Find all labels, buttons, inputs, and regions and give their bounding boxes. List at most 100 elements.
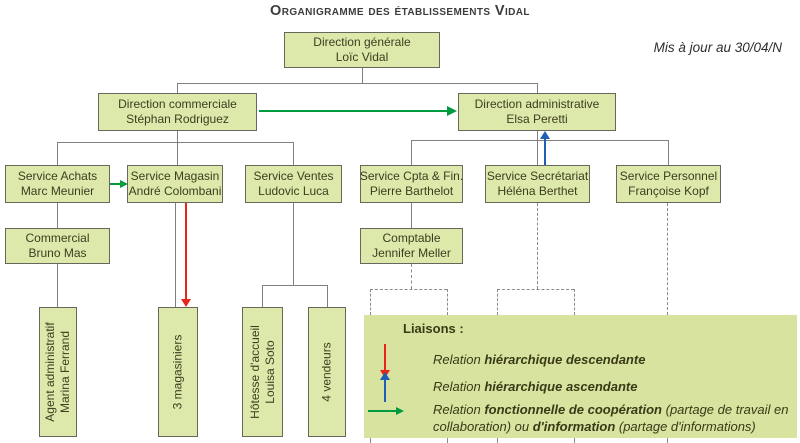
org-box-service-secretariat: Service Secrétariat Héléna Berthet [485,165,590,203]
person-label: Louisa Soto [262,340,277,404]
org-box-service-magasin: Service Magasin André Colombani [127,165,223,203]
ascending-arrow [544,139,546,165]
person-label: Elsa Peretti [506,112,568,126]
descending-arrow [185,203,187,299]
connector-line [57,142,293,143]
legend-text: Relation [433,379,485,394]
legend-panel [364,315,797,438]
updated-note: Mis à jour au 30/04/N [653,40,782,55]
org-box-vendeurs: 4 vendeurs [308,307,346,437]
unit-label: Direction commerciale [118,97,237,111]
connector-line [177,83,178,93]
unit-label: Service Personnel [619,169,718,183]
person-label: Pierre Barthelot [369,184,454,198]
connector-line [57,264,58,307]
org-box-service-cpta-fin: Service Cpta & Fin. Pierre Barthelot [360,165,463,203]
dashed-connector-line [447,289,448,315]
unit-label: Hôtesse d'accueil [247,325,262,419]
person-label: Stéphan Rodriguez [126,112,229,126]
legend-cooperation-arrow-icon [368,410,396,412]
connector-line [362,68,363,83]
dashed-connector-line [497,289,498,315]
unit-label: Commercial [25,231,90,245]
connector-line [177,131,178,165]
legend-text: Relation [433,352,485,367]
unit-label: Direction administrative [474,97,600,111]
connector-line [293,142,294,165]
person-label: Bruno Mas [28,246,87,260]
connector-line [411,140,668,141]
org-box-commercial: Commercial Bruno Mas [5,228,110,264]
org-box-agent-administratif: Agent administratif Marina Ferrand [39,307,77,437]
org-box-magasiniers: 3 magasiniers [158,307,198,437]
dashed-connector-line [537,203,538,289]
connector-line [262,285,327,286]
page-title: Organigramme des établissements Vidal [270,3,530,19]
person-label: Jennifer Meller [372,246,451,260]
connector-line [411,140,412,165]
legend-descending-arrow-icon [384,344,386,370]
dashed-connector-line [370,289,371,315]
unit-label: Comptable [382,231,441,245]
cooperation-arrowhead-icon [120,180,128,188]
unit-label: Service Ventes [253,169,334,183]
legend-text-bold: fonctionnelle de coopération [484,402,662,417]
connector-line [177,83,537,84]
unit-label: Agent administratif [43,322,57,422]
legend-text: Relation [433,402,485,417]
dashed-connector-line [370,438,371,443]
legend-item-cooperation: Relation fonctionnelle de coopération (p… [433,401,798,435]
cooperation-arrow [110,183,120,185]
dashed-connector-line [574,289,575,315]
legend-ascending-arrow-icon [384,380,386,402]
org-box-direction-generale: Direction générale Loïc Vidal [284,32,440,68]
legend-heading: Liaisons : [403,321,464,336]
org-box-comptable: Comptable Jennifer Meller [360,228,463,264]
connector-line [327,285,328,307]
unit-label: 3 magasiniers [170,334,185,410]
connector-line [57,203,58,228]
unit-label: Service Secrétariat [486,169,589,183]
dashed-connector-line [574,438,575,443]
person-label: André Colombani [128,184,222,198]
unit-label: 4 vendeurs [319,342,334,402]
connector-line [293,203,294,285]
connector-line [537,131,538,165]
person-label: Loïc Vidal [335,50,389,64]
org-box-direction-commerciale: Direction commerciale Stéphan Rodriguez [98,93,257,131]
legend-text-bold: hiérarchique ascendante [484,379,638,394]
legend-item-descendante: Relation hiérarchique descendante [433,352,645,367]
dashed-connector-line [667,203,668,315]
legend-text-bold: d'information [532,419,616,434]
person-label: Marina Ferrand [58,330,72,414]
legend-text: (partage de travail en collaboration) ou [433,402,789,434]
person-label: Françoise Kopf [628,184,709,198]
connector-line [537,83,538,93]
unit-label: Service Achats [17,169,98,183]
legend-text-bold: hiérarchique descendante [484,352,646,367]
connector-line [262,285,263,307]
connector-line [668,140,669,165]
person-label: Héléna Berthet [497,184,578,198]
unit-label: Service Magasin [130,169,220,183]
legend-ascending-arrowhead-icon [380,372,390,380]
connector-line [57,142,58,165]
dashed-connector-line [667,438,668,443]
person-label: Ludovic Luca [258,184,329,198]
connector-line [411,203,412,228]
dashed-connector-line [497,438,498,443]
dashed-connector-line [447,438,448,443]
cooperation-arrow [259,110,447,112]
unit-label: Service Cpta & Fin. [359,169,464,183]
dashed-connector-line [370,289,447,290]
ascending-arrowhead-icon [540,131,550,139]
org-box-hotesse-accueil: Hôtesse d'accueil Louisa Soto [242,307,283,437]
legend-text: (partage d'informations) [615,419,756,434]
dashed-connector-line [411,264,412,289]
dashed-connector-line [497,289,574,290]
unit-label: Direction générale [313,35,411,49]
descending-arrowhead-icon [181,299,191,307]
legend-cooperation-arrowhead-icon [396,407,404,415]
cooperation-arrowhead-icon [447,106,457,116]
